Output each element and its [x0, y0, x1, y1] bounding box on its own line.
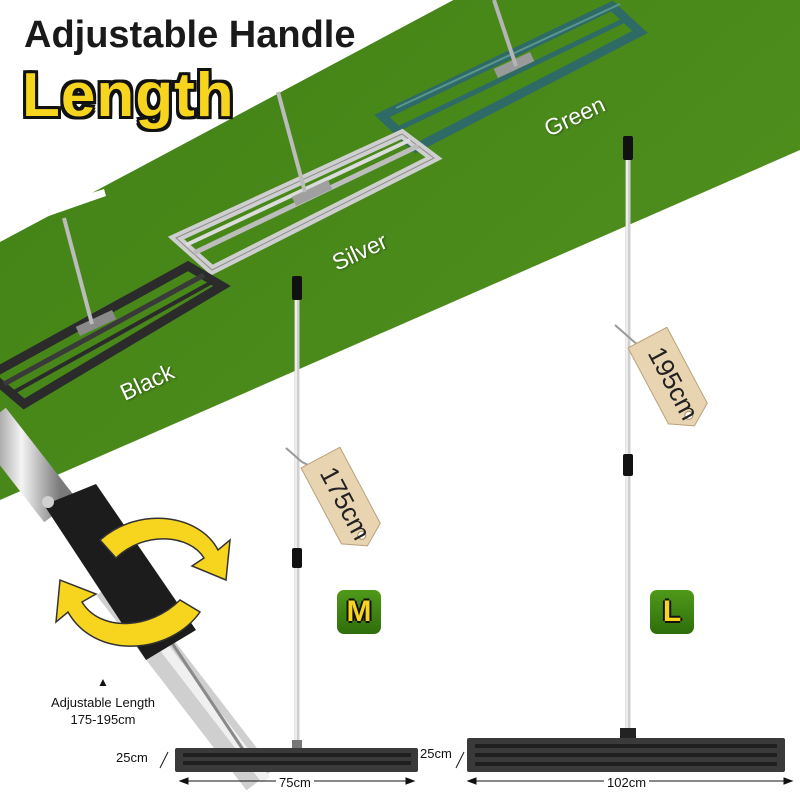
- size-badge-large: L: [650, 590, 694, 634]
- silver-rake: [167, 91, 443, 276]
- black-rake: [0, 217, 231, 410]
- rotation-arrows: [55, 517, 231, 647]
- medium-rake: [175, 276, 418, 772]
- adjustable-length-range: 175-195cm: [70, 712, 136, 727]
- depth-label-medium: 25cm: [116, 750, 148, 765]
- headline: Adjustable Handle: [24, 14, 356, 56]
- green-band: [0, 0, 800, 500]
- adjustable-length-label: Adjustable Length: [50, 695, 156, 710]
- band-stripe: [0, 189, 106, 233]
- headline-emphasis: Length: [22, 61, 235, 130]
- width-label-medium: 75cm: [276, 775, 314, 790]
- width-label-large: 102cm: [604, 775, 650, 790]
- depth-label-large: 25cm: [420, 746, 452, 761]
- large-rake: [467, 136, 785, 772]
- size-badge-medium: M: [337, 590, 381, 634]
- band-stripe: [0, 160, 142, 205]
- adjustable-arrow-icon: ▲: [97, 675, 109, 689]
